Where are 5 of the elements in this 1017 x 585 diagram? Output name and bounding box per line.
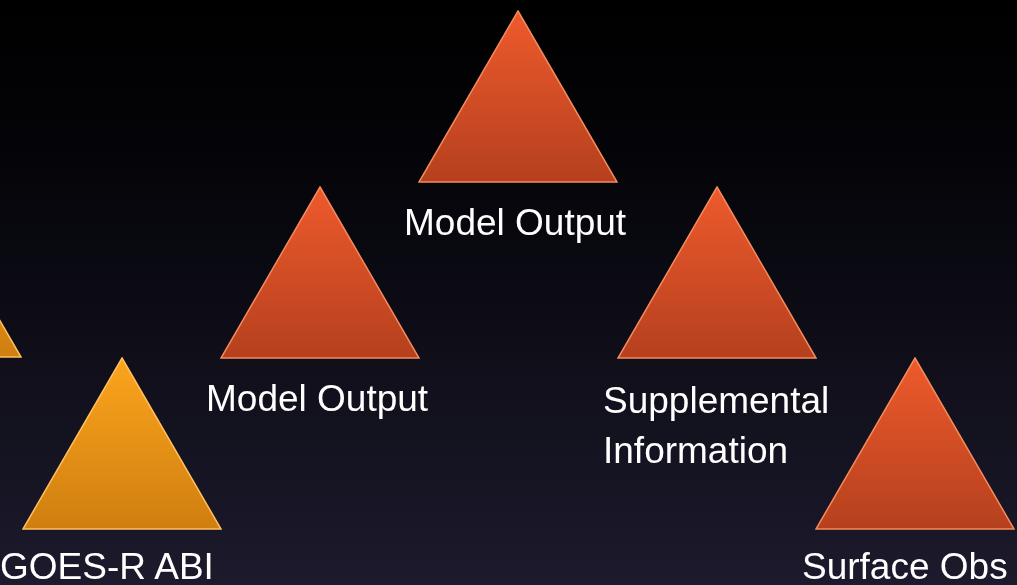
- node-label: Model Output: [206, 377, 430, 421]
- node-label: GOES-R ABI: [0, 545, 215, 585]
- node-label: Supplemental Information: [603, 379, 831, 473]
- node-label: Model Output: [404, 201, 628, 245]
- node-label: Surface Obs: [802, 545, 1009, 585]
